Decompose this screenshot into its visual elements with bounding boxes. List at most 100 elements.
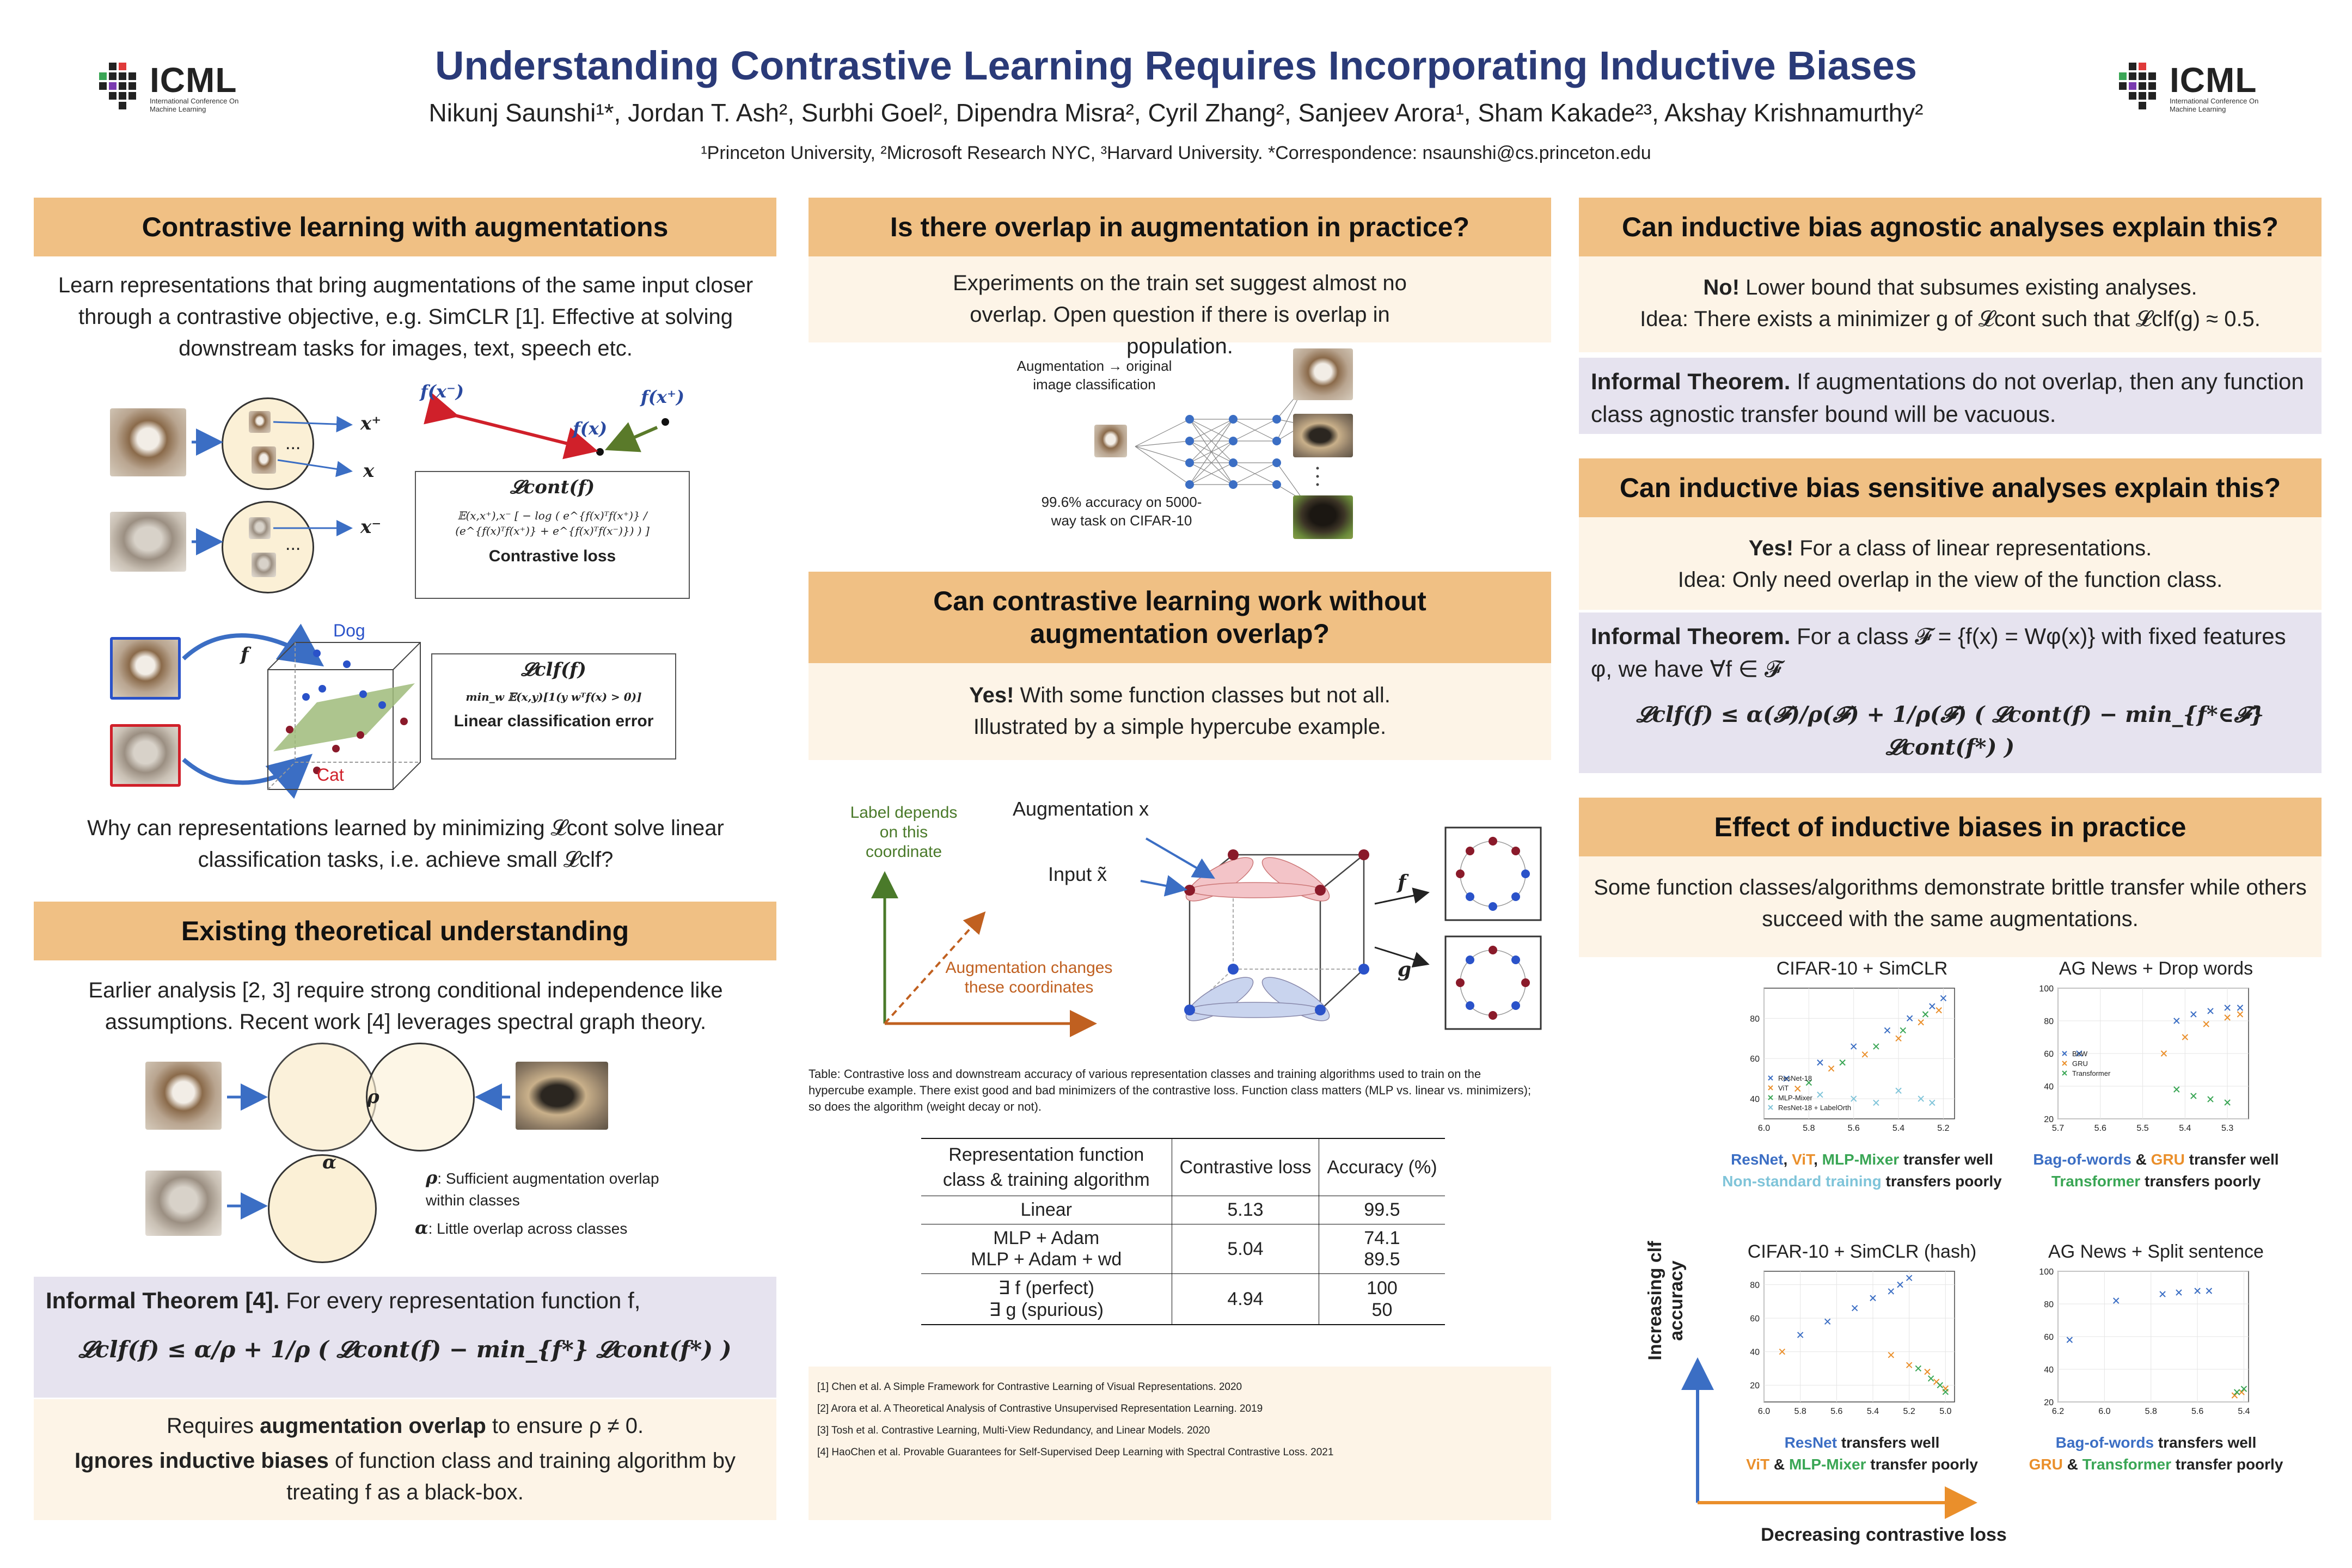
pug-image [516,1062,608,1130]
theorem-4-line: Informal Theorem [4]. For every represen… [46,1284,764,1317]
section-text-agnostic: No! Lower bound that subsumes existing a… [1579,256,2322,352]
rho-desc-text: : Sufficient augmentation overlap within… [426,1170,659,1209]
scatter-point [2190,1011,2197,1018]
scatter-point [1850,1095,1857,1102]
icml-dots-icon [2119,63,2156,109]
scatter-point [1839,1059,1846,1066]
scatter-point [2224,1004,2231,1011]
caption-line: Transformer transfers poorly [2014,1171,2298,1192]
chart-title: AG News + Drop words [2059,958,2253,979]
y-tick-label: 100 [2039,984,2054,994]
scatter-point [2224,1014,2231,1021]
x-tick-label: 6.0 [1758,1407,1770,1416]
g-map-label: g [1398,958,1412,981]
sensitive-line-1: Yes! For a class of linear representatio… [1579,532,2322,564]
cat-image-2 [145,1171,222,1236]
scatter-point [2066,1337,2073,1343]
caption-part: GRU [2151,1151,2185,1168]
scatter-point [1851,1304,1858,1312]
caption-part: ResNet [1784,1434,1837,1451]
caption-part: Transformer [2082,1456,2172,1473]
hypercube-svg [871,826,1542,1037]
caption-line: ResNet, ViT, MLP-Mixer transfer well [1720,1149,2004,1171]
label-cat: Cat [317,765,344,785]
x-tick-label: 5.0 [1939,1407,1951,1416]
caption-part: Transformer [2051,1173,2141,1190]
table-header-method: Representation function class & training… [921,1138,1172,1196]
scatter-point [2160,1050,2167,1057]
table-cell-acc: 89.5 [1364,1249,1400,1270]
scatter-point [1888,1288,1895,1295]
x-tick-label: 5.6 [2094,1124,2106,1133]
augmented-dog-input [1094,425,1127,457]
sensitive-text-1: For a class of linear representations. [1793,536,2152,560]
scatter-point [2206,1288,2213,1294]
dog-image-boxed [110,637,181,700]
scatter-point [1924,1368,1931,1375]
theorem-agnostic-text: If augmentations do not overlap, then an… [1591,369,2304,427]
label-x-minus: x⁻ [360,516,382,538]
section-header-sensitive: Can inductive bias sensitive analyses ex… [1579,458,2322,517]
x-tick-label: 5.2 [1903,1407,1915,1416]
icml-logo-text: ICML [2170,60,2257,100]
table-cell-acc: 50 [1371,1299,1393,1320]
table-cell-method: MLP + Adam + wd [921,1249,1172,1274]
theorem-sensitive-formula: 𝓛clf(f) ≤ α(𝓕)/ρ(𝓕) + 1/ρ(𝓕) ( 𝓛cont(f) … [1636,702,2264,760]
no-label: No! [1703,275,1740,299]
scatter-point [1927,1375,1934,1382]
legend-entry: GRU [2062,1059,2088,1068]
overlap-arrows [227,1083,510,1220]
caption-part: GRU [2029,1456,2063,1473]
svg-text:Transformer: Transformer [2072,1069,2111,1077]
informal-theorem-4: Informal Theorem [4]. For every represen… [34,1277,776,1398]
rho-symbol: ρ [426,1167,438,1188]
scatter-point [2224,1099,2231,1106]
svg-text:ViT: ViT [1778,1084,1788,1092]
caption-part: transfer poorly [2171,1456,2283,1473]
requirement-line-2: Ignores inductive biases of function cla… [34,1445,776,1508]
theorem-sensitive-line: Informal Theorem. For a class 𝓕 = {f(x) … [1591,620,2310,685]
reference-item: [2] Arora et al. A Theoretical Analysis … [817,1403,1263,1414]
caption-line: GRU & Transformer transfer poorly [2014,1454,2298,1475]
cat-aug-1 [249,517,271,539]
hypercube-figure: Label depends on this coordinate Augment… [808,784,1551,1045]
rho-label: ρ [367,1086,379,1108]
scatter-point [2113,1297,2120,1304]
y-tick-label: 60 [2044,1050,2054,1059]
x-tick-label: 6.0 [1758,1124,1770,1133]
lcont-formula: 𝔼(x,x⁺),x⁻ [ − log ( e^{f(x)ᵀf(x⁺)} / (e… [455,509,650,537]
caption-part: ViT [1792,1151,1814,1168]
scatter-point [1929,1003,1935,1009]
label-f: f [241,644,249,665]
scatter-point [2207,1008,2214,1014]
x-tick-label: 5.8 [1794,1407,1806,1416]
table-caption: Table: Contrastive loss and downstream a… [808,1067,1532,1113]
y-tick-label: 80 [1750,1014,1760,1024]
scatter-point [1888,1352,1895,1358]
svg-text:BoW: BoW [2072,1050,2088,1058]
scatter-point [1783,1075,1790,1082]
yes-label: Yes! [969,683,1014,707]
scatter-point [2194,1288,2201,1294]
agnostic-text-1: Lower bound that subsumes existing analy… [1739,275,2197,299]
theorem-4-text: For every representation function f, [286,1288,641,1313]
icml-logo-subtext: International Conference On Machine Lear… [150,97,239,113]
x-tick-label: 6.0 [2098,1407,2110,1416]
contrastive-loss-caption: Contrastive loss [488,547,616,565]
table-cell-method: Linear [921,1196,1172,1224]
lcont-label: 𝓛cont(f) [510,476,595,498]
network-figure: Augmentation → original image classifica… [808,343,1551,550]
label-x: x [363,460,375,482]
legend-entry: Transformer [2062,1069,2111,1077]
caption-part: ViT [1746,1456,1770,1473]
icml-logo-right: ICML International Conference On Machine… [2112,60,2276,120]
scatter-point [2207,1096,2214,1102]
table-cell-method: ∃ g (spurious) [921,1299,1172,1325]
y-tick-label: 80 [1750,1281,1760,1290]
label-f-xplus: f(x⁺) [641,387,685,407]
alpha-symbol: α [415,1217,428,1238]
caption-part: & [2062,1456,2082,1473]
y-tick-label: 20 [2044,1115,2054,1124]
